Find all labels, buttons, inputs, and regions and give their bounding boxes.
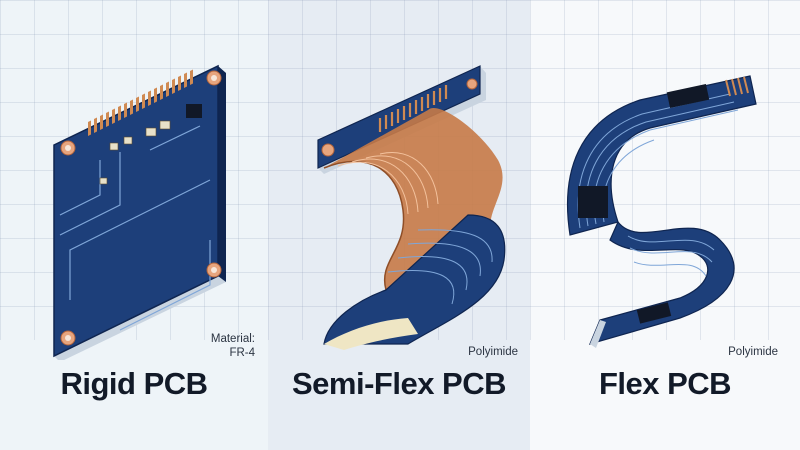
smd-components [99, 120, 171, 185]
flex-pcb-title: Flex PCB [598, 366, 732, 401]
panel-flex: Polyimide Flex PCB [530, 0, 800, 450]
rigid-pcb-title: Rigid PCB [60, 366, 208, 401]
material-note: Polyimide [728, 345, 778, 359]
ic-chip-icon [186, 104, 202, 118]
rigid-board-illustration [53, 64, 226, 360]
ic-chip-icon [666, 84, 710, 108]
semi-flex-board-illustration [317, 65, 506, 350]
panel-semi-flex: Polyimide Semi-Flex PCB [268, 0, 530, 450]
material-value: Polyimide [728, 346, 778, 358]
material-note: Material: FR-4 [211, 332, 255, 360]
material-label: Material: [210, 333, 255, 345]
material-note: Polyimide [468, 345, 518, 359]
panel-rigid: Material: FR-4 Rigid PCB [0, 0, 268, 450]
semi-flex-pcb-title: Semi-Flex PCB [291, 366, 507, 401]
flex-board-illustration [566, 75, 757, 348]
ic-chip-icon [578, 186, 608, 218]
material-value: Polyimide [468, 346, 518, 358]
material-value: FR-4 [229, 347, 255, 359]
ic-chip-icon [636, 302, 672, 324]
